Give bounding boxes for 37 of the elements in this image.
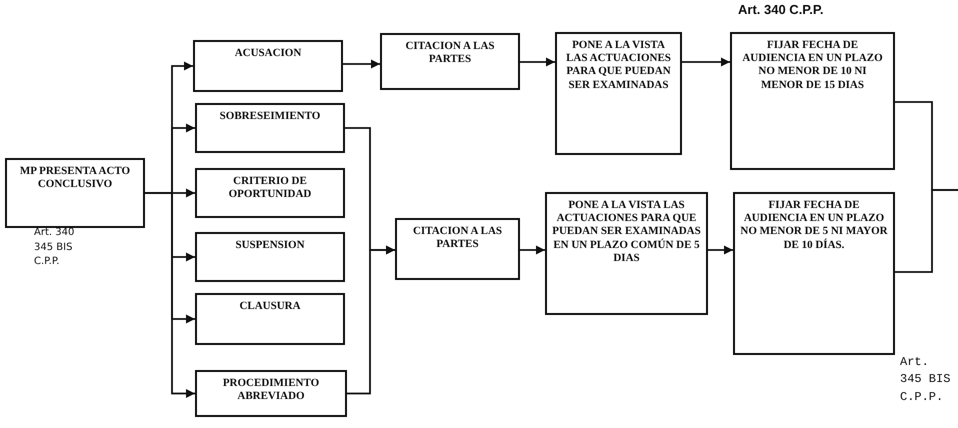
- process-box: [733, 192, 895, 355]
- article-reference: Art. 340 345 BIS C.P.P.: [34, 226, 76, 269]
- process-box: [195, 103, 345, 153]
- arrow: [682, 58, 730, 66]
- process-box: [193, 40, 343, 92]
- box-text: SUSPENSION: [234, 239, 306, 252]
- arrow: [708, 246, 733, 254]
- process-box: [555, 32, 682, 155]
- box-text: CRITERIO DE OPORTUNIDAD: [228, 175, 312, 202]
- box-text: CLAUSURA: [238, 300, 302, 314]
- process-box: [545, 192, 708, 315]
- process-box: [195, 168, 345, 218]
- arrow: [520, 58, 555, 66]
- box-text: PONE A LA VISTA LAS ACTUACIONES PARA QUE PUEDAN SER EXAMINADAS EN UN PLAZO COMÚN DE 5 DIAS: [551, 199, 702, 265]
- process-box: [195, 232, 345, 282]
- arrow: [347, 246, 395, 394]
- arrow: [520, 246, 545, 254]
- process-box: [730, 32, 895, 170]
- process-box: [395, 218, 520, 280]
- arrow: [343, 60, 380, 68]
- box-text: FIJAR FECHA DE AUDIENCIA EN UN PLAZO NO MENOR DE 10 NI MENOR DE 15 DIAS: [741, 39, 884, 92]
- box-text: PONE A LA VISTA LAS ACTUACIONES PARA QUE PUEDAN SER EXAMINADAS: [565, 39, 672, 92]
- box-text: ACUSACION: [234, 47, 302, 60]
- box-text: CITACION A LAS PARTES: [412, 225, 504, 252]
- box-text: CITACION A LAS PARTES: [404, 40, 496, 66]
- process-box: [195, 370, 347, 417]
- process-box: [380, 33, 520, 90]
- connector-line: [895, 189, 958, 273]
- arrow: [145, 192, 195, 398]
- box-text: FIJAR FECHA DE AUDIENCIA EN UN PLAZO NO MENOR DE 5 NI MAYOR DE 10 DÍAS.: [739, 199, 889, 252]
- process-box: [5, 158, 145, 228]
- box-text: SOBRESEIMIENTO: [218, 110, 322, 124]
- box-text: MP PRESENTA ACTO CONCLUSIVO: [18, 165, 132, 192]
- article-reference: Art. 340 C.P.P.: [738, 1, 825, 19]
- article-reference: Art. 345 BIS C.P.P.: [900, 354, 952, 406]
- process-box: [195, 293, 345, 345]
- box-text: PROCEDIMIENTO ABREVIADO: [222, 377, 320, 404]
